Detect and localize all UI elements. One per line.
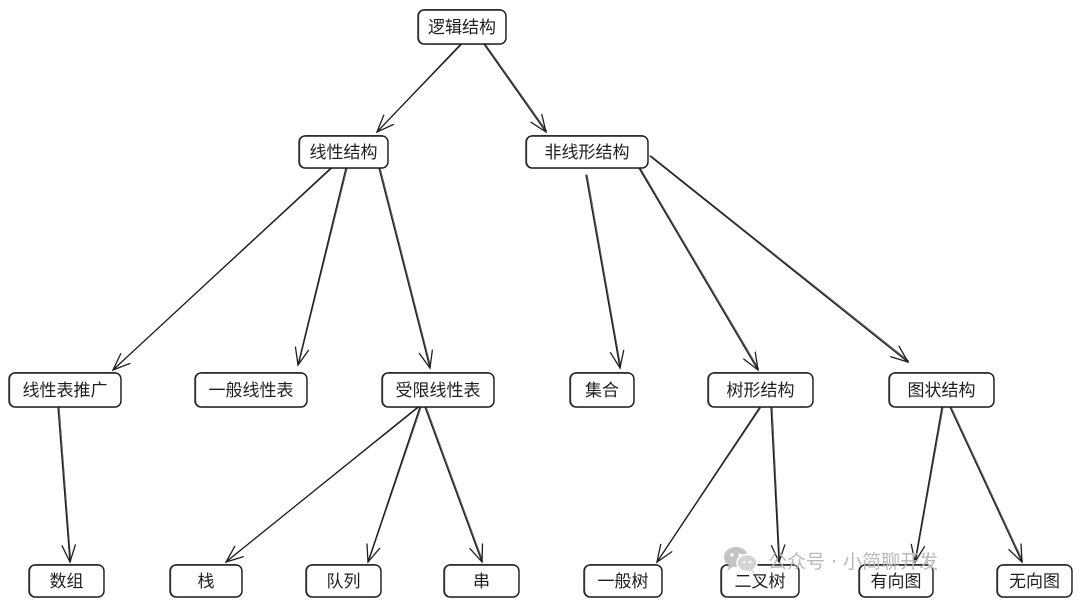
edge-linear-to-restricted bbox=[378, 167, 433, 370]
edge-linear-to-generalized bbox=[111, 167, 333, 372]
node-label: 队列 bbox=[327, 572, 361, 592]
edge-graph-to-undirected_graph bbox=[949, 406, 1024, 564]
node-label: 树形结构 bbox=[727, 381, 795, 401]
arrowhead-icon bbox=[366, 543, 381, 564]
node-general-list: 一般线性表 bbox=[194, 371, 308, 408]
arrowhead-icon bbox=[656, 543, 673, 564]
node-label: 一般树 bbox=[598, 572, 649, 592]
node-binary-tree: 二叉树 bbox=[720, 564, 800, 598]
arrowhead-icon bbox=[469, 543, 484, 564]
node-directed-graph: 有向图 bbox=[858, 564, 934, 598]
arrowhead-icon bbox=[910, 543, 926, 564]
edge-restricted-to-stack bbox=[224, 406, 420, 564]
edge-root-to-nonlinear bbox=[483, 43, 548, 134]
node-label: 图状结构 bbox=[908, 381, 976, 401]
node-linear: 线性结构 bbox=[298, 134, 389, 169]
node-general-tree: 一般树 bbox=[583, 564, 663, 598]
node-undirected-graph: 无向图 bbox=[996, 564, 1073, 598]
node-graph: 图状结构 bbox=[888, 371, 995, 408]
edge-tree-to-binary_tree bbox=[770, 406, 786, 564]
node-stack: 栈 bbox=[169, 564, 243, 598]
node-root: 逻辑结构 bbox=[417, 8, 507, 45]
node-label: 有向图 bbox=[871, 572, 922, 592]
node-label: 集合 bbox=[585, 381, 619, 401]
edge-root-to-linear bbox=[375, 43, 463, 134]
node-restricted: 受限线性表 bbox=[381, 371, 495, 408]
edge-graph-to-directed_graph bbox=[910, 406, 944, 564]
arrowhead-icon bbox=[294, 346, 310, 367]
arrowhead-icon bbox=[1008, 543, 1023, 564]
node-label: 串 bbox=[473, 572, 490, 592]
arrowhead-icon bbox=[770, 544, 786, 564]
node-label: 受限线性表 bbox=[396, 381, 481, 401]
node-nonlinear: 非线形结构 bbox=[525, 134, 649, 169]
node-label: 非线形结构 bbox=[545, 143, 630, 163]
node-label: 栈 bbox=[198, 572, 215, 592]
arrowhead-icon bbox=[224, 545, 244, 564]
node-label: 逻辑结构 bbox=[428, 18, 496, 38]
arrowhead-icon bbox=[609, 349, 625, 370]
arrowhead-icon bbox=[743, 351, 759, 372]
node-tree: 树形结构 bbox=[707, 371, 814, 408]
edge-nonlinear-to-tree bbox=[638, 167, 760, 372]
arrowhead-icon bbox=[111, 353, 131, 372]
edge-generalized-to-array bbox=[57, 406, 77, 564]
node-queue: 队列 bbox=[305, 564, 382, 598]
arrowhead-icon bbox=[890, 345, 910, 364]
arrowhead-icon bbox=[530, 113, 548, 134]
node-label: 线性结构 bbox=[310, 143, 378, 163]
edge-tree-to-general_tree bbox=[656, 406, 762, 564]
edge-nonlinear-to-graph bbox=[649, 155, 910, 364]
node-array: 数组 bbox=[28, 564, 105, 598]
edge-linear-to-general_list bbox=[294, 167, 348, 367]
node-label: 一般线性表 bbox=[209, 381, 294, 401]
node-set: 集合 bbox=[569, 371, 635, 408]
node-label: 数组 bbox=[50, 572, 84, 592]
node-label: 线性表推广 bbox=[23, 381, 108, 401]
arrowhead-icon bbox=[375, 114, 395, 134]
node-generalized: 线性表推广 bbox=[8, 371, 122, 408]
edges-layer bbox=[57, 43, 1024, 564]
edge-restricted-to-queue bbox=[366, 406, 422, 564]
node-label: 无向图 bbox=[1009, 572, 1060, 592]
node-label: 二叉树 bbox=[735, 572, 786, 592]
edge-restricted-to-string bbox=[424, 406, 484, 564]
node-string: 串 bbox=[443, 564, 520, 598]
arrowhead-icon bbox=[418, 349, 433, 370]
edge-nonlinear-to-set bbox=[585, 174, 625, 370]
arrowhead-icon bbox=[61, 544, 77, 564]
